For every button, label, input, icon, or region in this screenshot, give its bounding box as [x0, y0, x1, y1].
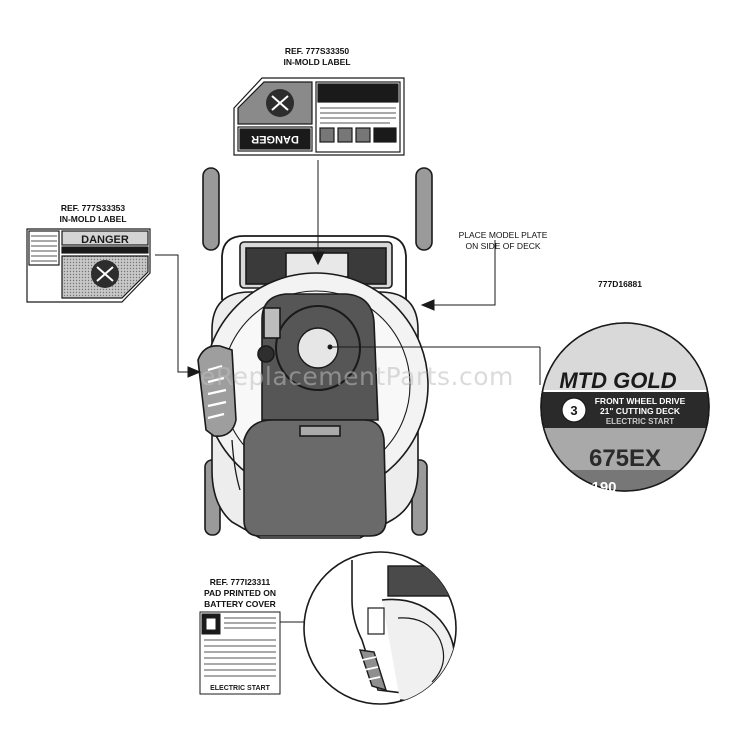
left-label-ref: REF. 777S33353	[60, 203, 126, 213]
battery-label-ref: REF. 777I23311	[209, 577, 271, 587]
danger-label-left	[26, 228, 151, 303]
battery-cover-inset	[303, 551, 457, 705]
front-shroud	[243, 419, 387, 537]
decal-warranty-number: 3	[570, 403, 577, 418]
battery-label-sub2: BATTERY COVER	[204, 599, 276, 609]
rear-left-wheel	[202, 167, 220, 251]
watermark: eReplacementParts.com	[200, 362, 514, 391]
rear-right-wheel	[415, 167, 433, 251]
top-label-danger-text: DANGER	[251, 133, 299, 145]
battery-label-callout: REF. 777I23311 PAD PRINTED ON BATTERY CO…	[180, 577, 300, 610]
model-plate-line1: PLACE MODEL PLATE	[458, 230, 548, 240]
decal-ref: 777D16881	[598, 279, 642, 289]
top-label-callout: REF. 777S33350 IN-MOLD LABEL	[262, 46, 372, 68]
decal-line-drive: FRONT WHEEL DRIVE	[595, 396, 686, 406]
decal-model: 675EX	[589, 445, 661, 472]
decal-brand: MTD GOLD	[559, 368, 676, 393]
decal-line-deck: 21" CUTTING DECK	[600, 406, 681, 416]
warranty-badge	[561, 397, 587, 423]
danger-label-top	[233, 77, 405, 156]
battery-label-sub1: PAD PRINTED ON	[203, 588, 277, 598]
mower-illustration	[197, 167, 433, 539]
battery-cover-label	[199, 611, 281, 695]
mtd-gold-decal	[540, 322, 710, 492]
top-label-sub: IN-MOLD LABEL	[283, 57, 351, 67]
top-label-ref: REF. 777S33350	[284, 46, 350, 56]
decal-cc: 190	[591, 479, 616, 496]
left-label-sub: IN-MOLD LABEL	[59, 214, 127, 224]
decal-line-start: ELECTRIC START	[606, 417, 674, 426]
model-plate-line2: ON SIDE OF DECK	[465, 241, 541, 251]
battery-label-footer: ELECTRIC START	[210, 685, 270, 692]
left-label-danger-text: DANGER	[81, 234, 129, 246]
left-label-callout: REF. 777S33353 IN-MOLD LABEL	[38, 203, 148, 225]
model-plate-note: PLACE MODEL PLATE ON SIDE OF DECK	[448, 230, 558, 252]
